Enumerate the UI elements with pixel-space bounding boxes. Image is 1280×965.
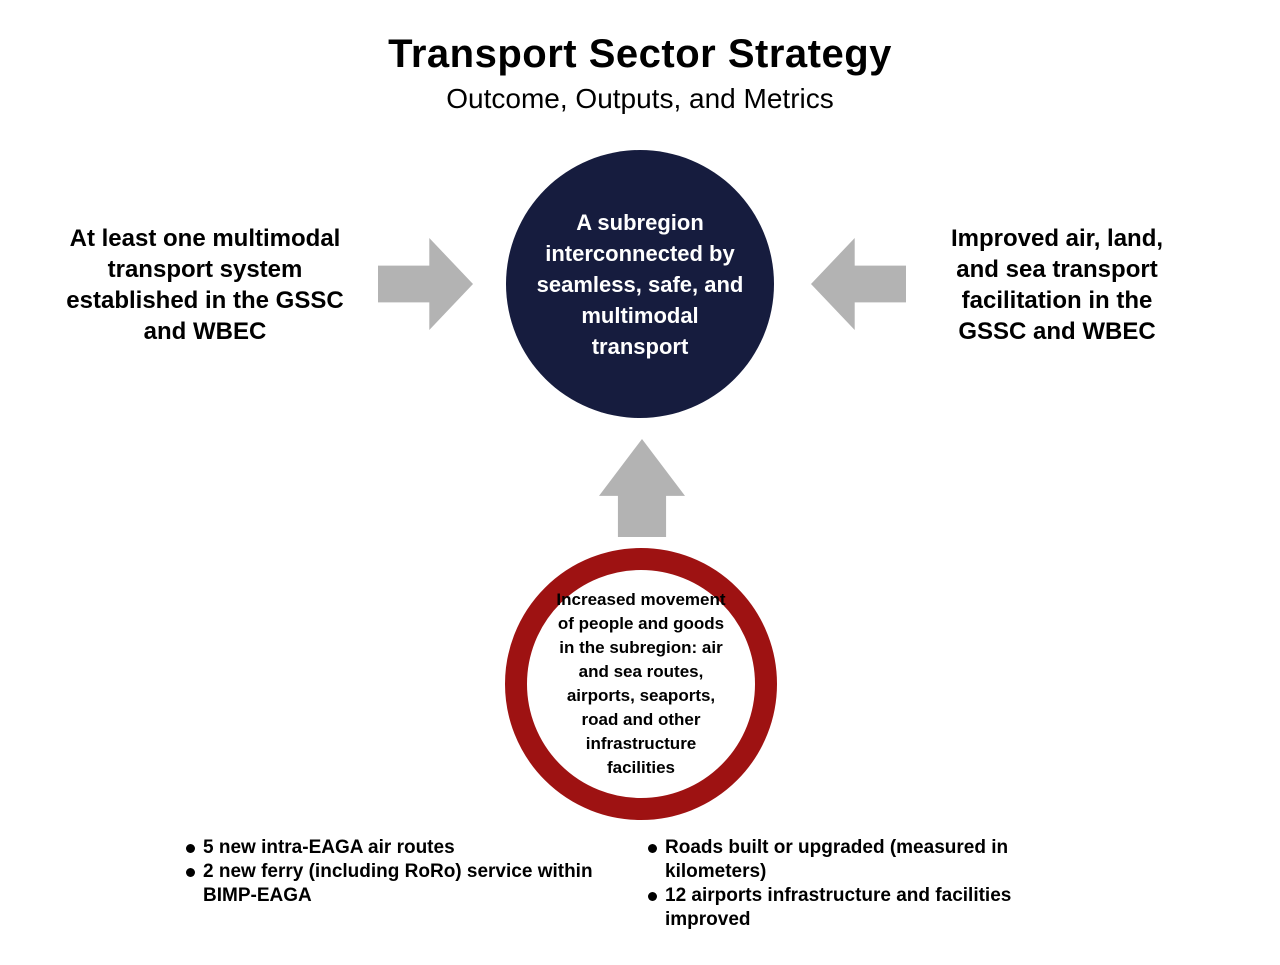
metrics-list-left: 5 new intra-EAGA air routes 2 new ferry … [186, 836, 616, 908]
list-item: 5 new intra-EAGA air routes [186, 836, 616, 860]
arrow-up-icon [599, 439, 685, 537]
metric-item-text: 2 new ferry (including RoRo) service wit… [203, 861, 593, 906]
arrow-right-icon [378, 238, 473, 330]
list-item: 12 airports infrastructure and facilitie… [648, 884, 1048, 932]
output-right-text: Improved air, land, and sea transport fa… [950, 225, 1164, 345]
page-subtitle: Outcome, Outputs, and Metrics [446, 83, 834, 114]
output-left-text: At least one multimodal transport system… [66, 225, 344, 345]
bullet-icon [186, 868, 195, 877]
arrow-left-icon [811, 238, 906, 330]
bullet-icon [186, 844, 195, 853]
list-item: 2 new ferry (including RoRo) service wit… [186, 860, 616, 908]
metrics-list-right: Roads built or upgraded (measured in kil… [648, 836, 1048, 932]
metric-item-text: 12 airports infrastructure and facilitie… [665, 885, 1012, 930]
outcome-circle-text: A subregion interconnected by seamless, … [536, 209, 744, 359]
metric-circle: Increased movement of people and goods i… [505, 548, 777, 820]
metric-circle-text: Increased movement of people and goods i… [556, 590, 726, 777]
metric-item-text: 5 new intra-EAGA air routes [203, 837, 455, 858]
metric-item-text: Roads built or upgraded (measured in kil… [665, 837, 1009, 882]
outcome-circle: A subregion interconnected by seamless, … [506, 150, 774, 418]
page-title: Transport Sector Strategy [388, 32, 892, 76]
bullet-icon [648, 892, 657, 901]
bullet-icon [648, 844, 657, 853]
list-item: Roads built or upgraded (measured in kil… [648, 836, 1048, 884]
